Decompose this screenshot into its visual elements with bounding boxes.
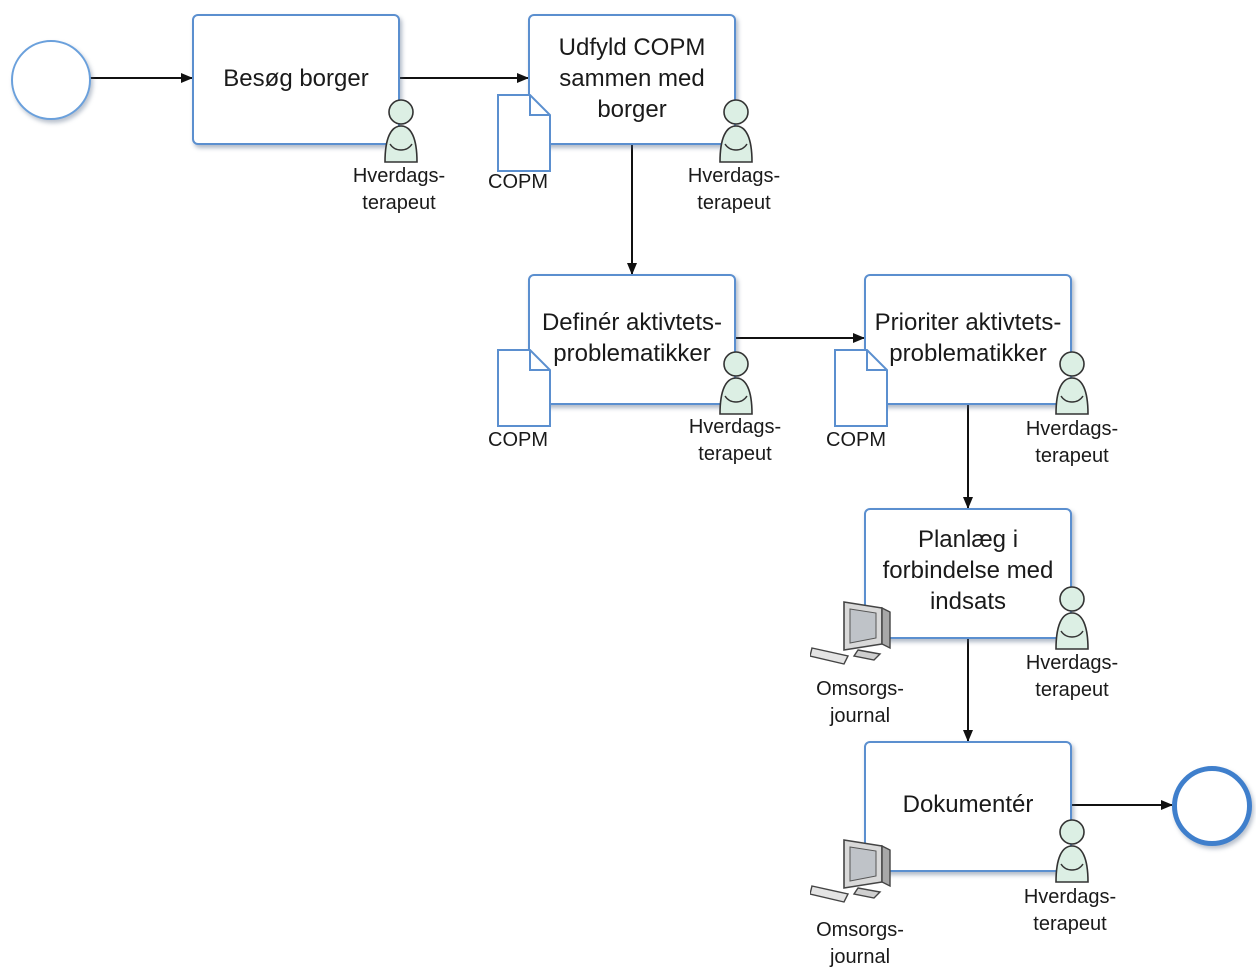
role-label: Hverdags- terapeut xyxy=(688,416,782,465)
task-label: Definér aktivtets- problematikker xyxy=(541,309,723,367)
task-label: Besøg borger xyxy=(223,65,369,92)
role-label: Hverdags- terapeut xyxy=(687,165,781,214)
task-prioriter-problematikker[interactable]: Prioriter aktivtets- problematikker xyxy=(864,274,1072,405)
task-label: Planlæg i forbindelse med indsats xyxy=(882,526,1054,615)
document-icon xyxy=(497,349,551,427)
document-icon xyxy=(834,349,888,427)
task-label: Dokumentér xyxy=(902,791,1034,818)
end-event xyxy=(1172,766,1252,846)
task-planlaeg-indsats[interactable]: Planlæg i forbindelse med indsats xyxy=(864,508,1072,639)
role-label: Hverdags- terapeut xyxy=(1025,652,1119,701)
artifact-label: COPM xyxy=(488,171,548,193)
task-label: Udfyld COPM sammen med borger xyxy=(558,34,706,123)
person-icon xyxy=(384,99,418,163)
system-label: Omsorgs- journal xyxy=(816,678,904,727)
role-label: Hverdags- terapeut xyxy=(352,165,446,214)
task-udfyld-copm[interactable]: Udfyld COPM sammen med borger xyxy=(528,14,736,145)
role-label: Hverdags- terapeut xyxy=(1023,886,1117,935)
task-besog-borger[interactable]: Besøg borger xyxy=(192,14,400,145)
person-icon xyxy=(1055,586,1089,650)
start-event xyxy=(11,40,91,120)
artifact-label: COPM xyxy=(488,429,548,451)
person-icon xyxy=(1055,351,1089,415)
role-label: Hverdags- terapeut xyxy=(1025,418,1119,467)
task-definer-problematikker[interactable]: Definér aktivtets- problematikker xyxy=(528,274,736,405)
system-label: Omsorgs- journal xyxy=(816,919,904,968)
task-label: Prioriter aktivtets- problematikker xyxy=(874,309,1062,367)
computer-icon xyxy=(810,601,891,665)
person-icon xyxy=(719,99,753,163)
task-dokumenter[interactable]: Dokumentér xyxy=(864,741,1072,872)
person-icon xyxy=(1055,819,1089,883)
document-icon xyxy=(497,94,551,172)
artifact-label: COPM xyxy=(826,429,886,451)
person-icon xyxy=(719,351,753,415)
computer-icon xyxy=(810,839,891,903)
